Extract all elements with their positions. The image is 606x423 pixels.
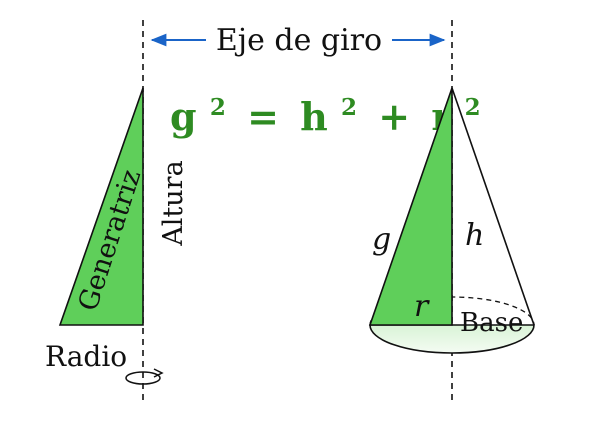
generating-triangle (58, 87, 144, 326)
formula-exp-h: 2 (341, 94, 357, 121)
cone-height-label: h (465, 218, 484, 253)
cone-radius-label: r (414, 289, 430, 324)
formula-exp-r: 2 (465, 94, 481, 121)
formula-g: g (170, 94, 197, 139)
formula-equals: = (247, 94, 279, 139)
cone-cross-section-triangle (368, 87, 453, 326)
triangle-height-label: Altura (158, 160, 189, 246)
triangle-base-label: Radio (45, 340, 127, 373)
cone-base-label: Base (460, 308, 523, 338)
formula: g 2 = h 2 + r 2 (170, 79, 481, 139)
cone-slant-label: g (372, 222, 391, 257)
rotation-arrowhead-icon (153, 368, 164, 378)
formula-plus: + (378, 94, 410, 139)
cone-base-front (369, 324, 535, 354)
rotation-arrow-icon (125, 371, 161, 385)
formula-h: h (300, 94, 328, 139)
axis-label: Eje de giro (216, 23, 382, 58)
formula-exp-g: 2 (210, 94, 226, 121)
cone-right-slant (451, 87, 535, 326)
